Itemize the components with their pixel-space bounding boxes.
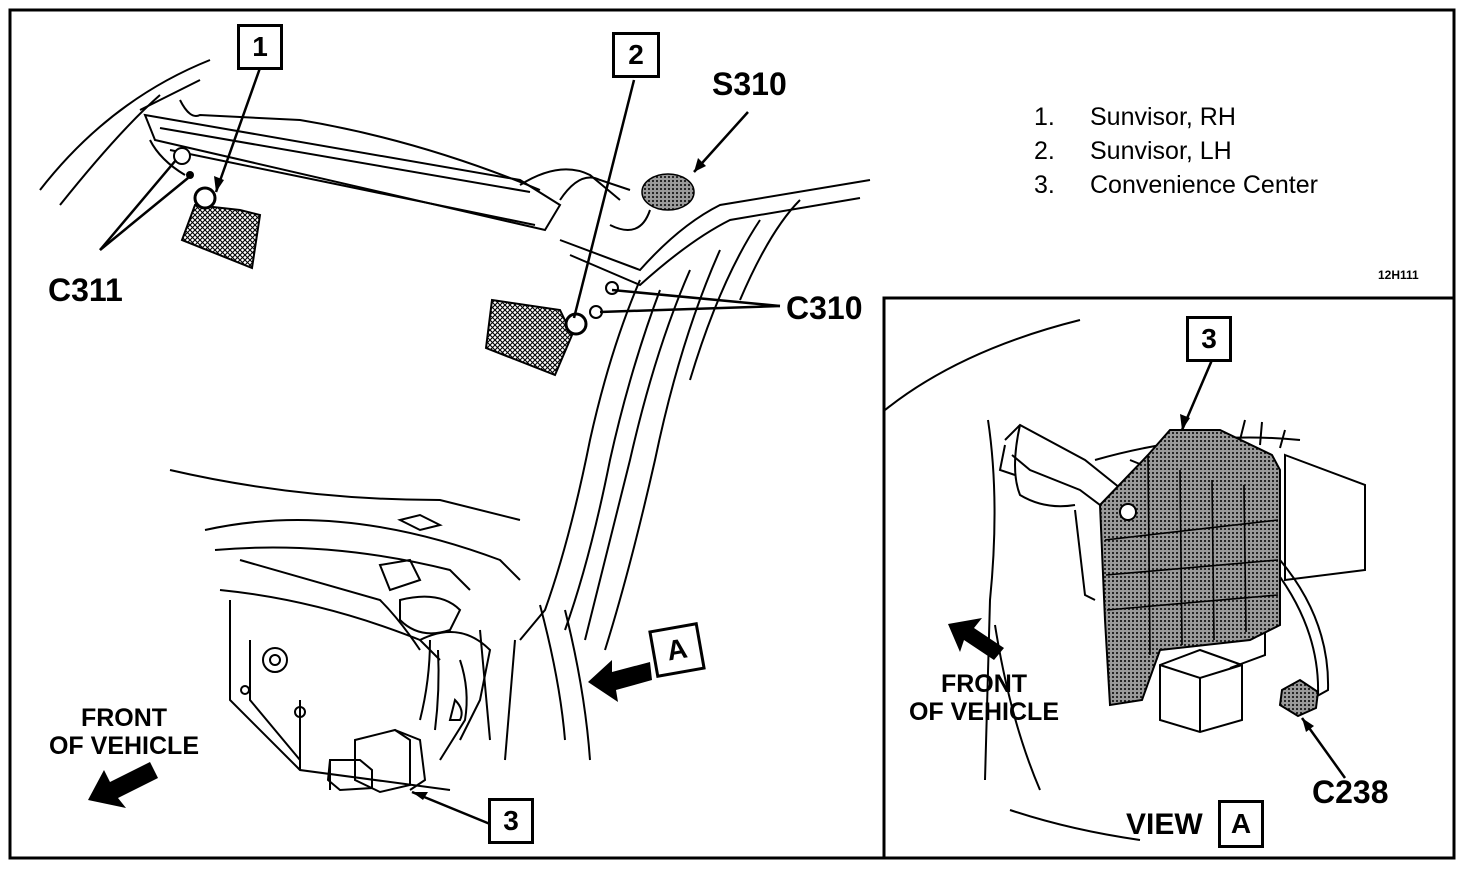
mount-bolt [1119, 503, 1137, 521]
leader-arrowhead-c238 [1302, 718, 1314, 732]
figure-code: 12H111 [1378, 268, 1419, 282]
label-c238: C238 [1312, 774, 1389, 810]
c310-terminal [605, 281, 619, 295]
front-of-vehicle-main: FRONT OF VEHICLE [44, 704, 204, 760]
label-c311: C311 [48, 272, 123, 308]
leader-arrowheads [214, 158, 706, 800]
callout-2: 2 [612, 32, 660, 78]
view-a-box: A [1218, 800, 1264, 848]
legend-text: Sunvisor, RH [1090, 103, 1236, 131]
c311-connector-shape [173, 147, 191, 165]
legend: 1. Sunvisor, RH 2. Sunvisor, LH 3. Conve… [1034, 100, 1318, 202]
front-line1: FRONT [940, 670, 1028, 698]
view-a-frame [882, 296, 1456, 860]
callout-3-view: 3 [1186, 316, 1232, 362]
label-c310: C310 [786, 290, 863, 326]
callout-1: 1 [237, 24, 283, 70]
convenience-center-grid [1104, 454, 1279, 656]
sunvisor-rh [180, 203, 262, 270]
view-a-direction-arrow [588, 660, 652, 702]
front-line2: OF VEHICLE [48, 732, 199, 760]
front-line1: FRONT [80, 704, 168, 732]
s310-splice [641, 173, 695, 211]
front-of-vehicle-view: FRONT OF VEHICLE [902, 670, 1066, 726]
callout-3-main: 3 [488, 798, 534, 844]
front-line2: OF VEHICLE [908, 698, 1059, 726]
front-arrow-main [88, 762, 158, 808]
legend-item: 1. Sunvisor, RH [1034, 100, 1318, 134]
legend-number: 1. [1034, 103, 1055, 131]
legend-text: Sunvisor, LH [1090, 137, 1232, 165]
legend-item: 3. Convenience Center [1034, 168, 1318, 202]
leader-arrowhead-3 [1180, 414, 1190, 430]
legend-item: 2. Sunvisor, LH [1034, 134, 1318, 168]
sunvisor-lh [484, 298, 574, 377]
legend-number: 3. [1034, 171, 1055, 199]
sunvisor-lh-mount [564, 312, 588, 336]
label-s310: S310 [712, 66, 787, 102]
vehicle-interior-lines [39, 59, 871, 794]
sunvisor-rh-mount [193, 186, 217, 210]
c311-terminal [186, 171, 194, 179]
view-label: VIEW [1126, 808, 1203, 841]
front-arrow-view [948, 618, 1004, 660]
legend-number: 2. [1034, 137, 1055, 165]
c238-connector-shape [1278, 678, 1320, 718]
main-leaders [99, 67, 781, 826]
legend-text: Convenience Center [1090, 171, 1318, 199]
view-a-marker: A [648, 622, 706, 678]
